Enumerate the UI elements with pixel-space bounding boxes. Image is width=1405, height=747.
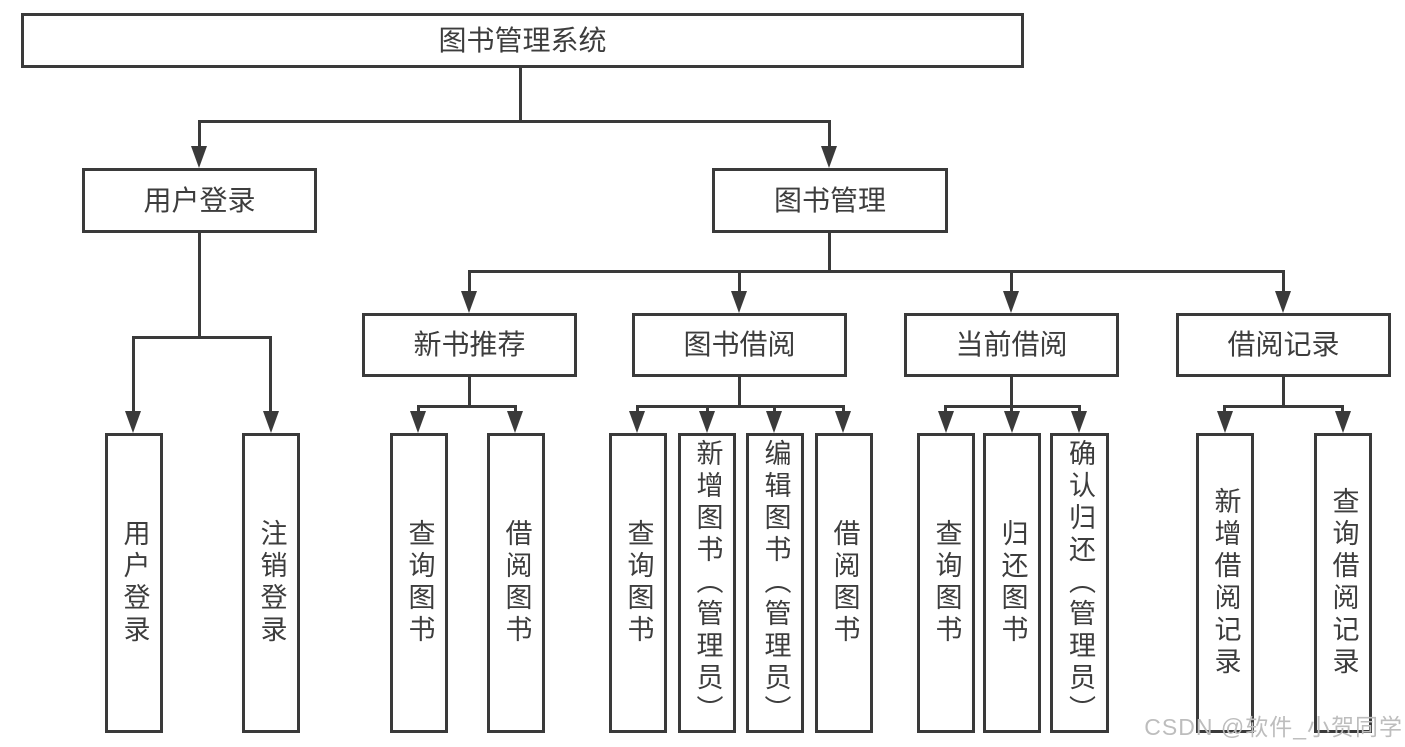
node-query-borrow-record: 查询借阅记录 xyxy=(1314,433,1372,733)
connector-line xyxy=(132,336,135,415)
connector-line xyxy=(636,405,845,408)
arrowhead-down-icon xyxy=(507,411,523,433)
connector-line xyxy=(738,270,741,295)
node-logout-leaf: 注销登录 xyxy=(242,433,300,733)
arrowhead-down-icon xyxy=(1003,291,1019,313)
connector-line xyxy=(468,270,1285,273)
arrowhead-down-icon xyxy=(835,411,851,433)
arrowhead-down-icon xyxy=(1275,291,1291,313)
connector-line xyxy=(468,270,471,295)
connector-line xyxy=(1010,377,1013,405)
node-new-book-recommend: 新书推荐 xyxy=(362,313,577,377)
arrowhead-down-icon xyxy=(410,411,426,433)
arrowhead-down-icon xyxy=(731,291,747,313)
node-library-management-system: 图书管理系统 xyxy=(21,13,1024,68)
connector-line xyxy=(828,120,831,150)
watermark: CSDN @软件_小贺同学 xyxy=(1144,714,1403,740)
node-add-borrow-record: 新增借阅记录 xyxy=(1196,433,1254,733)
node-user-login: 用户登录 xyxy=(82,168,317,233)
connector-line xyxy=(1282,377,1285,405)
connector-line xyxy=(738,377,741,405)
arrowhead-down-icon xyxy=(821,146,837,168)
arrowhead-down-icon xyxy=(1335,411,1351,433)
connector-line xyxy=(1010,270,1013,295)
node-edit-book-admin: 编辑图书（管理员） xyxy=(746,433,804,733)
connector-line xyxy=(417,405,517,408)
arrowhead-down-icon xyxy=(699,411,715,433)
node-confirm-return-admin: 确认归还（管理员） xyxy=(1050,433,1109,733)
arrowhead-down-icon xyxy=(938,411,954,433)
connector-line xyxy=(269,336,272,415)
node-borrow-books-recommend: 借阅图书 xyxy=(487,433,545,733)
node-return-books: 归还图书 xyxy=(983,433,1041,733)
node-borrow-records: 借阅记录 xyxy=(1176,313,1391,377)
connector-line xyxy=(828,233,831,270)
connector-line xyxy=(468,377,471,405)
node-book-management: 图书管理 xyxy=(712,168,948,233)
connector-line xyxy=(198,120,831,123)
arrowhead-down-icon xyxy=(461,291,477,313)
arrowhead-down-icon xyxy=(125,411,141,433)
arrowhead-down-icon xyxy=(629,411,645,433)
connector-line xyxy=(1223,405,1344,408)
connector-line xyxy=(519,68,522,120)
node-book-borrow: 图书借阅 xyxy=(632,313,847,377)
connector-line xyxy=(132,336,272,339)
node-add-book-admin: 新增图书（管理员） xyxy=(678,433,736,733)
connector-line xyxy=(198,120,201,150)
connector-line xyxy=(198,233,201,336)
connector-line xyxy=(1282,270,1285,295)
node-current-borrow: 当前借阅 xyxy=(904,313,1119,377)
node-query-books-borrow: 查询图书 xyxy=(609,433,667,733)
node-borrow-books-leaf: 借阅图书 xyxy=(815,433,873,733)
arrowhead-down-icon xyxy=(191,146,207,168)
node-user-login-leaf: 用户登录 xyxy=(105,433,163,733)
arrowhead-down-icon xyxy=(1004,411,1020,433)
arrowhead-down-icon xyxy=(766,411,782,433)
node-query-books-recommend: 查询图书 xyxy=(390,433,448,733)
arrowhead-down-icon xyxy=(263,411,279,433)
arrowhead-down-icon xyxy=(1217,411,1233,433)
arrowhead-down-icon xyxy=(1071,411,1087,433)
node-query-books-current: 查询图书 xyxy=(917,433,975,733)
